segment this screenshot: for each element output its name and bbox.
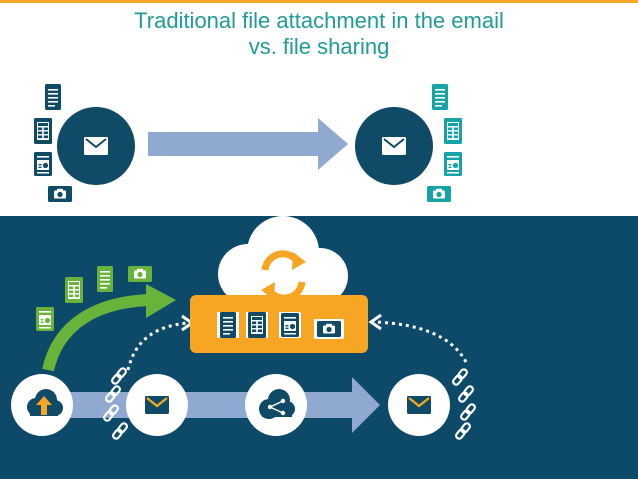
envelope-icon: [126, 374, 188, 436]
camera-icon: [48, 186, 72, 202]
link-dotted-arrow-left: [126, 314, 195, 371]
document-icon: [97, 266, 113, 292]
upload-cloud-icon: [11, 374, 73, 436]
transfer-arrow: [148, 118, 348, 170]
link-dotted-arrow-right: [368, 313, 468, 363]
spreadsheet-icon: [444, 118, 462, 144]
camera-icon: [314, 319, 344, 339]
title-line-2: vs. file sharing: [248, 34, 390, 59]
accent-top-bar: [0, 0, 638, 3]
document-icon: [45, 84, 61, 110]
spreadsheet-icon: [246, 312, 268, 338]
presentation-icon: [36, 307, 54, 331]
spreadsheet-icon: [65, 277, 83, 303]
sync-cloud-icon: [218, 216, 348, 304]
share-icon: [245, 374, 307, 436]
camera-icon: [427, 186, 451, 202]
spreadsheet-icon: [34, 118, 52, 144]
document-icon: [432, 84, 448, 110]
upload-arrow: [42, 284, 176, 372]
presentation-icon: [34, 152, 52, 176]
envelope-icon: [57, 107, 135, 185]
link-icon: [450, 367, 478, 441]
presentation-icon: [279, 312, 301, 338]
shared-storage-box: [190, 295, 368, 353]
document-icon: [217, 312, 239, 338]
title-line-1: Traditional file attachment in the email: [134, 8, 504, 33]
slide-title: Traditional file attachment in the email…: [0, 8, 638, 60]
camera-icon: [128, 266, 152, 282]
presentation-icon: [444, 152, 462, 176]
envelope-icon: [355, 107, 433, 185]
sharing-flow-arrow: [60, 377, 380, 433]
envelope-icon: [388, 374, 450, 436]
